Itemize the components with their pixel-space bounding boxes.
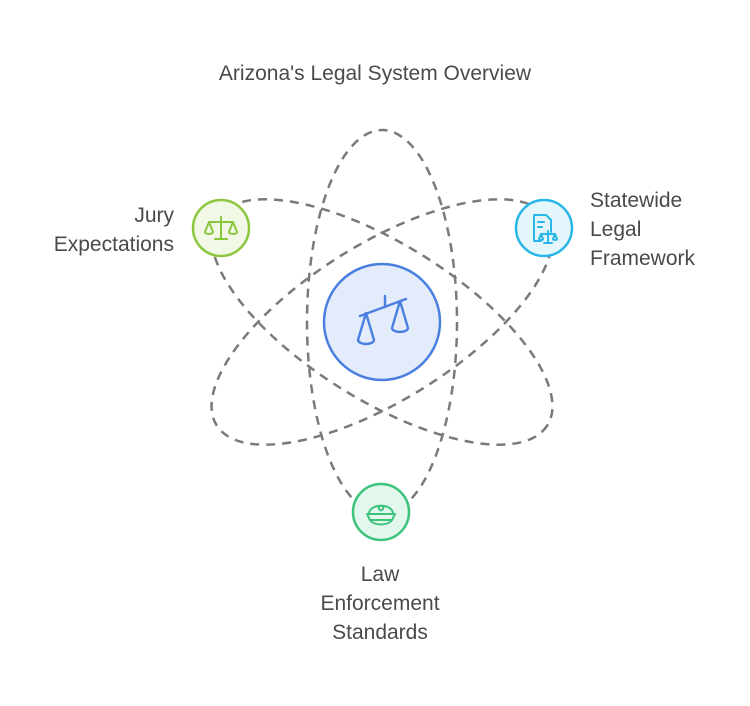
statewide-node	[514, 198, 574, 258]
statewide-framework-label: Statewide Legal Framework	[590, 186, 695, 273]
center-node	[322, 262, 442, 382]
legal-document-icon	[533, 214, 558, 244]
law-label-line-3: Standards	[332, 621, 428, 644]
statewide-label-line-3: Framework	[590, 247, 696, 270]
statewide-label-line-1: Statewide	[590, 189, 683, 212]
law-label-line-1: Law	[360, 563, 400, 586]
law-node	[351, 482, 411, 542]
police-cap-icon	[366, 504, 396, 526]
diagram-title: Arizona's Legal System Overview	[218, 62, 532, 85]
statewide-label-line-2: Legal	[590, 218, 642, 241]
jury-expectations-label: Jury Expectations	[54, 201, 174, 259]
scales-of-justice-icon	[356, 294, 410, 346]
law-label-line-2: Enforcement	[320, 592, 440, 615]
jury-label-line-1: Jury	[134, 204, 174, 227]
jury-label-line-2: Expectations	[53, 233, 174, 256]
jury-node	[191, 198, 251, 258]
orbit-vertical	[305, 128, 459, 516]
balance-scale-icon	[204, 216, 238, 240]
law-enforcement-label: Law Enforcement Standards	[280, 560, 480, 647]
